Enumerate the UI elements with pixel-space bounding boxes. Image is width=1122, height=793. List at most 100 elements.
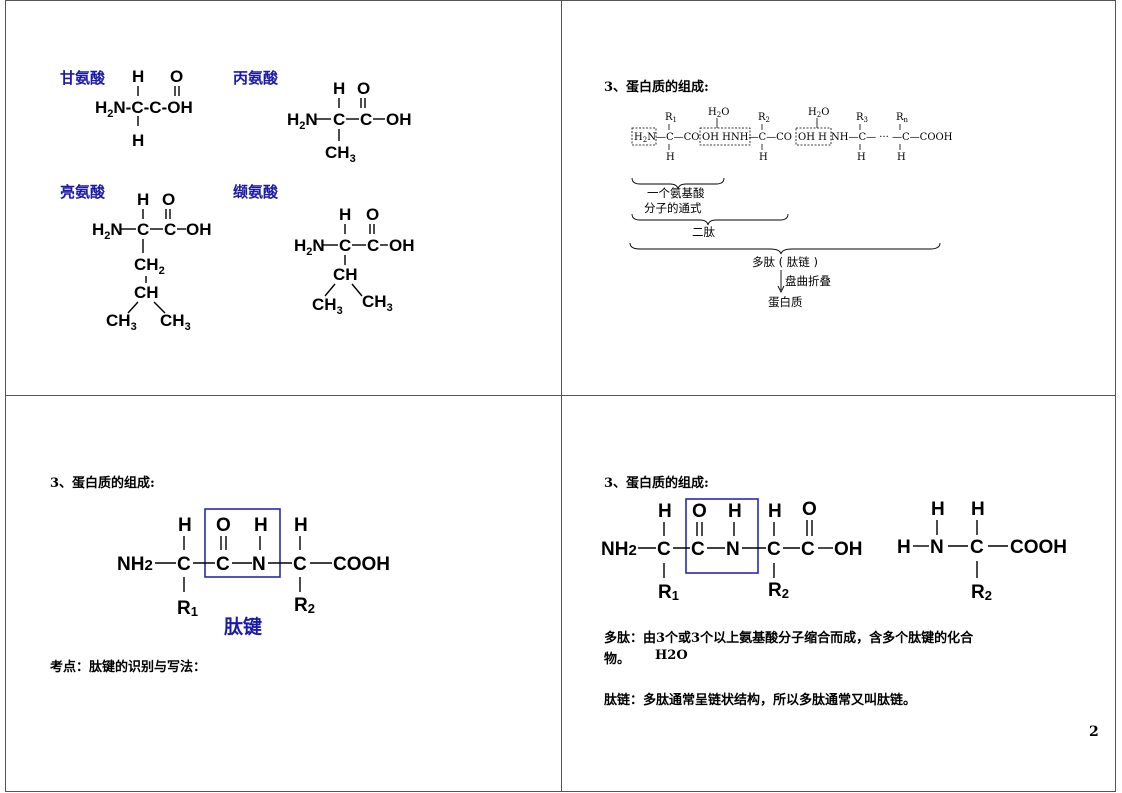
svg-text:二肽: 二肽 bbox=[692, 225, 715, 239]
svg-text:H: H bbox=[971, 499, 985, 520]
svg-text:OH: OH bbox=[834, 539, 863, 560]
horizontal-divider bbox=[5, 395, 1116, 396]
glycine-structure: H O H2N-C-C-OH H bbox=[95, 67, 193, 150]
svg-text:C: C bbox=[767, 539, 781, 560]
svg-text:NH2: NH2 bbox=[601, 539, 637, 560]
svg-text:O: O bbox=[802, 499, 817, 520]
svg-text:COOH: COOH bbox=[333, 554, 390, 575]
slide2-heading: 3、蛋白质的组成: bbox=[604, 80, 709, 95]
alanine-label: 丙氨酸 bbox=[233, 69, 279, 87]
svg-text:H: H bbox=[759, 152, 768, 163]
peptide-bond-label: 肽键 bbox=[224, 616, 263, 638]
svg-text:H: H bbox=[728, 501, 742, 522]
svg-text:H: H bbox=[178, 515, 192, 536]
exam-point-text: 考点：肽键的识别与写法： bbox=[50, 660, 207, 675]
svg-text:H2N: H2N bbox=[287, 110, 318, 132]
svg-text:NH—C— ··· —C—COOH: NH—C— ··· —C—COOH bbox=[831, 132, 953, 143]
svg-text:H: H bbox=[658, 501, 672, 522]
svg-text:CH3: CH3 bbox=[362, 292, 393, 314]
svg-text:CH2: CH2 bbox=[134, 255, 165, 277]
svg-text:OH H: OH H bbox=[798, 132, 827, 143]
svg-text:R1: R1 bbox=[658, 582, 679, 603]
svg-text:C: C bbox=[970, 537, 984, 558]
svg-text:OH: OH bbox=[389, 236, 415, 255]
svg-text:H2O: H2O bbox=[808, 107, 829, 119]
svg-text:C: C bbox=[293, 554, 307, 575]
svg-text:CH: CH bbox=[134, 283, 159, 302]
leucine-structure: H O H2N C C OH CH2 CH CH3 CH3 bbox=[92, 190, 212, 333]
svg-text:C: C bbox=[137, 220, 149, 239]
svg-text:OH: OH bbox=[186, 220, 212, 239]
peptide-chain-definition: 肽链：多肽通常呈链状结构，所以多肽通常又叫肽链。 bbox=[604, 693, 917, 708]
svg-text:O: O bbox=[170, 67, 183, 86]
valine-structure: H O H2N C C OH CH CH3 CH3 bbox=[294, 205, 415, 317]
svg-text:N: N bbox=[252, 554, 266, 575]
svg-text:H2N: H2N bbox=[634, 132, 656, 144]
svg-text:多肽 ( 肽链 ): 多肽 ( 肽链 ) bbox=[752, 255, 818, 269]
svg-text:分子的通式: 分子的通式 bbox=[644, 201, 702, 215]
condensation-scheme: H2N —C—CO OH H NH—C—CO OH H NH—C— ··· —C… bbox=[629, 107, 953, 309]
svg-text:C: C bbox=[360, 110, 372, 129]
svg-text:OH: OH bbox=[386, 110, 412, 129]
svg-text:CH3: CH3 bbox=[325, 143, 356, 165]
svg-text:O: O bbox=[216, 515, 231, 536]
vertical-divider bbox=[561, 0, 562, 792]
svg-text:H: H bbox=[333, 79, 345, 98]
dipeptide-structure: H O H H NH2 C C N C COOH R1 R2 bbox=[117, 508, 390, 619]
svg-text:O: O bbox=[162, 190, 175, 209]
page-frame bbox=[5, 0, 1116, 792]
svg-text:C: C bbox=[216, 554, 230, 575]
glycine-label: 甘氨酸 bbox=[60, 69, 106, 87]
svg-text:CH: CH bbox=[333, 265, 358, 284]
svg-text:NH2: NH2 bbox=[117, 554, 153, 575]
svg-text:一个氨基酸: 一个氨基酸 bbox=[647, 186, 705, 200]
svg-text:H: H bbox=[768, 501, 782, 522]
svg-text:—C—CO: —C—CO bbox=[656, 132, 700, 143]
svg-text:H: H bbox=[294, 515, 308, 536]
svg-text:H2N-C-C-OH: H2N-C-C-OH bbox=[95, 98, 193, 120]
svg-text:C: C bbox=[691, 539, 705, 560]
svg-text:H: H bbox=[897, 537, 911, 558]
svg-text:C: C bbox=[164, 220, 176, 239]
svg-text:H2N: H2N bbox=[92, 220, 123, 242]
alanine-structure: H O H2N C C OH CH3 bbox=[287, 79, 412, 165]
svg-text:H2N: H2N bbox=[294, 236, 325, 258]
svg-text:N: N bbox=[930, 537, 944, 558]
polypeptide-definition-line2: 物。 bbox=[604, 652, 631, 667]
svg-text:CH3: CH3 bbox=[160, 311, 191, 333]
svg-text:O: O bbox=[357, 79, 370, 98]
svg-text:R1: R1 bbox=[177, 598, 198, 619]
svg-text:H2O: H2O bbox=[708, 107, 729, 119]
svg-text:C: C bbox=[367, 236, 379, 255]
svg-text:H: H bbox=[897, 152, 906, 163]
svg-text:O: O bbox=[692, 501, 707, 522]
svg-text:H: H bbox=[931, 499, 945, 520]
page-number: 2 bbox=[1089, 724, 1099, 740]
polypeptide-definition-line1: 多肽：由3个或3个以上氨基酸分子缩合而成，含多个肽键的化合 bbox=[604, 631, 974, 646]
slide3-heading: 3、蛋白质的组成: bbox=[50, 476, 155, 491]
svg-text:R2: R2 bbox=[971, 582, 992, 603]
svg-text:H: H bbox=[254, 515, 268, 536]
svg-text:NH—C—CO: NH—C—CO bbox=[731, 132, 792, 143]
svg-text:C: C bbox=[657, 539, 671, 560]
svg-text:CH3: CH3 bbox=[106, 311, 137, 333]
svg-text:COOH: COOH bbox=[1010, 537, 1067, 558]
svg-text:R2: R2 bbox=[294, 595, 315, 616]
svg-text:H: H bbox=[666, 152, 675, 163]
slide4-heading: 3、蛋白质的组成: bbox=[604, 476, 709, 491]
leucine-label: 亮氨酸 bbox=[60, 183, 106, 201]
svg-text:N: N bbox=[726, 539, 740, 560]
svg-text:CH3: CH3 bbox=[312, 295, 343, 317]
svg-text:蛋白质: 蛋白质 bbox=[768, 295, 803, 309]
svg-text:H: H bbox=[339, 205, 351, 224]
h2o-text: H2O bbox=[655, 648, 688, 663]
svg-text:H: H bbox=[132, 67, 144, 86]
svg-text:R2: R2 bbox=[768, 580, 789, 601]
svg-text:C: C bbox=[801, 539, 815, 560]
svg-text:C: C bbox=[339, 236, 351, 255]
valine-label: 缬氨酸 bbox=[233, 183, 279, 201]
svg-text:H: H bbox=[132, 131, 144, 150]
svg-text:H: H bbox=[137, 190, 149, 209]
svg-text:盘曲折叠: 盘曲折叠 bbox=[785, 274, 831, 288]
svg-text:H: H bbox=[857, 152, 866, 163]
